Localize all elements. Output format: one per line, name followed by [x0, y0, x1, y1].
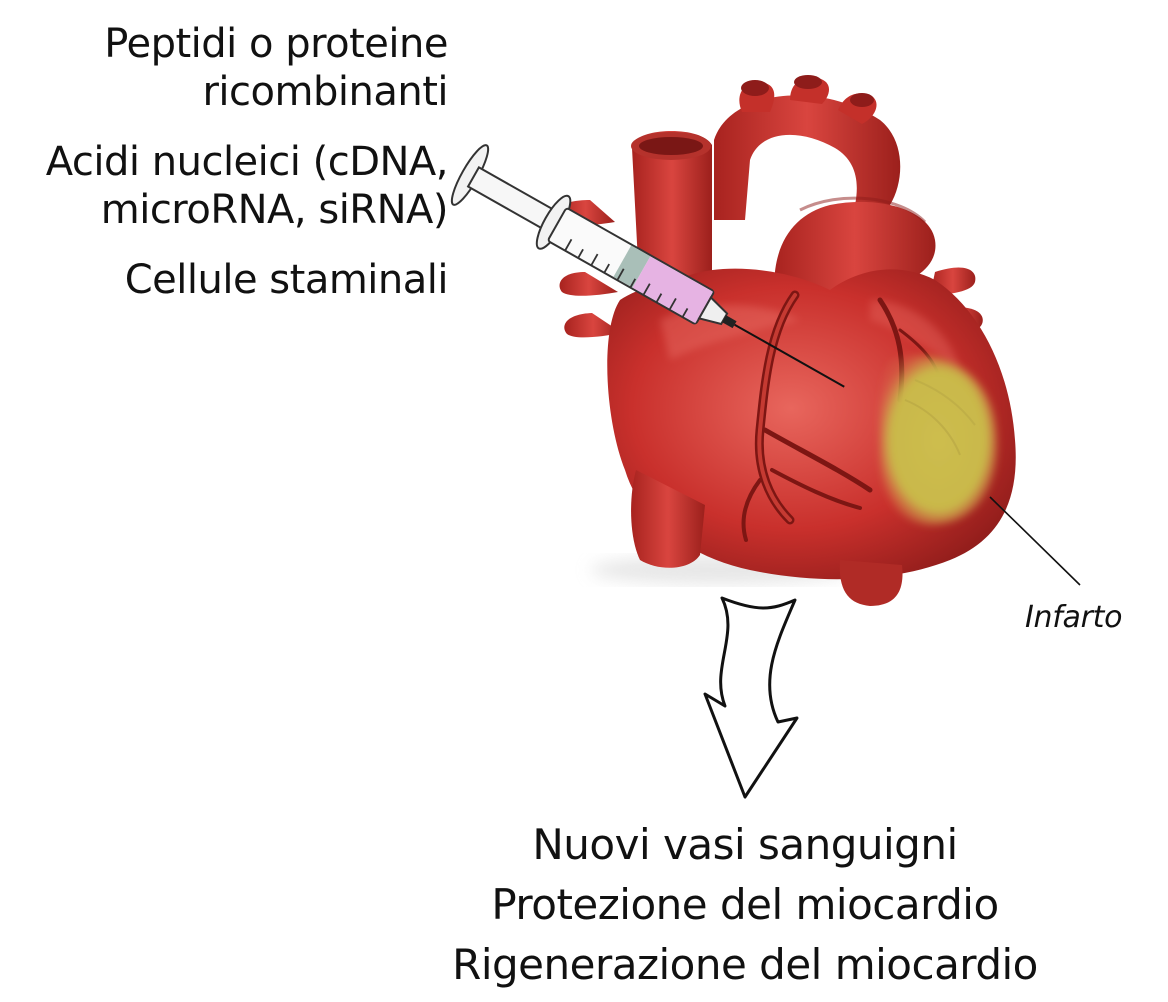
infarct-label: Infarto	[1025, 600, 1123, 635]
outcome-list: Nuovi vasi sanguigni Protezione del mioc…	[445, 815, 1045, 995]
outcome-new-vessels: Nuovi vasi sanguigni	[532, 820, 958, 869]
therapy-nucleic-acids-line2: microRNA, siRNA)	[100, 187, 449, 233]
therapy-peptides-line2: ricombinanti	[202, 69, 448, 115]
infarct-leader-line	[989, 496, 1081, 586]
heart-illustration	[556, 75, 1016, 606]
outcome-myocardium-protection: Protezione del miocardio	[491, 880, 999, 929]
infarct-zone	[880, 355, 998, 525]
therapy-list: Peptidi o proteine ricombinanti Acidi nu…	[45, 20, 449, 304]
therapy-nucleic-acids-line1: Acidi nucleici (cDNA,	[45, 139, 449, 185]
down-arrow-icon	[703, 596, 799, 799]
therapy-stem-cells: Cellule staminali	[124, 257, 449, 303]
therapy-peptides-line1: Peptidi o proteine	[104, 21, 448, 67]
syringe-icon	[450, 144, 845, 388]
outcome-myocardium-regeneration: Rigenerazione del miocardio	[452, 940, 1038, 989]
